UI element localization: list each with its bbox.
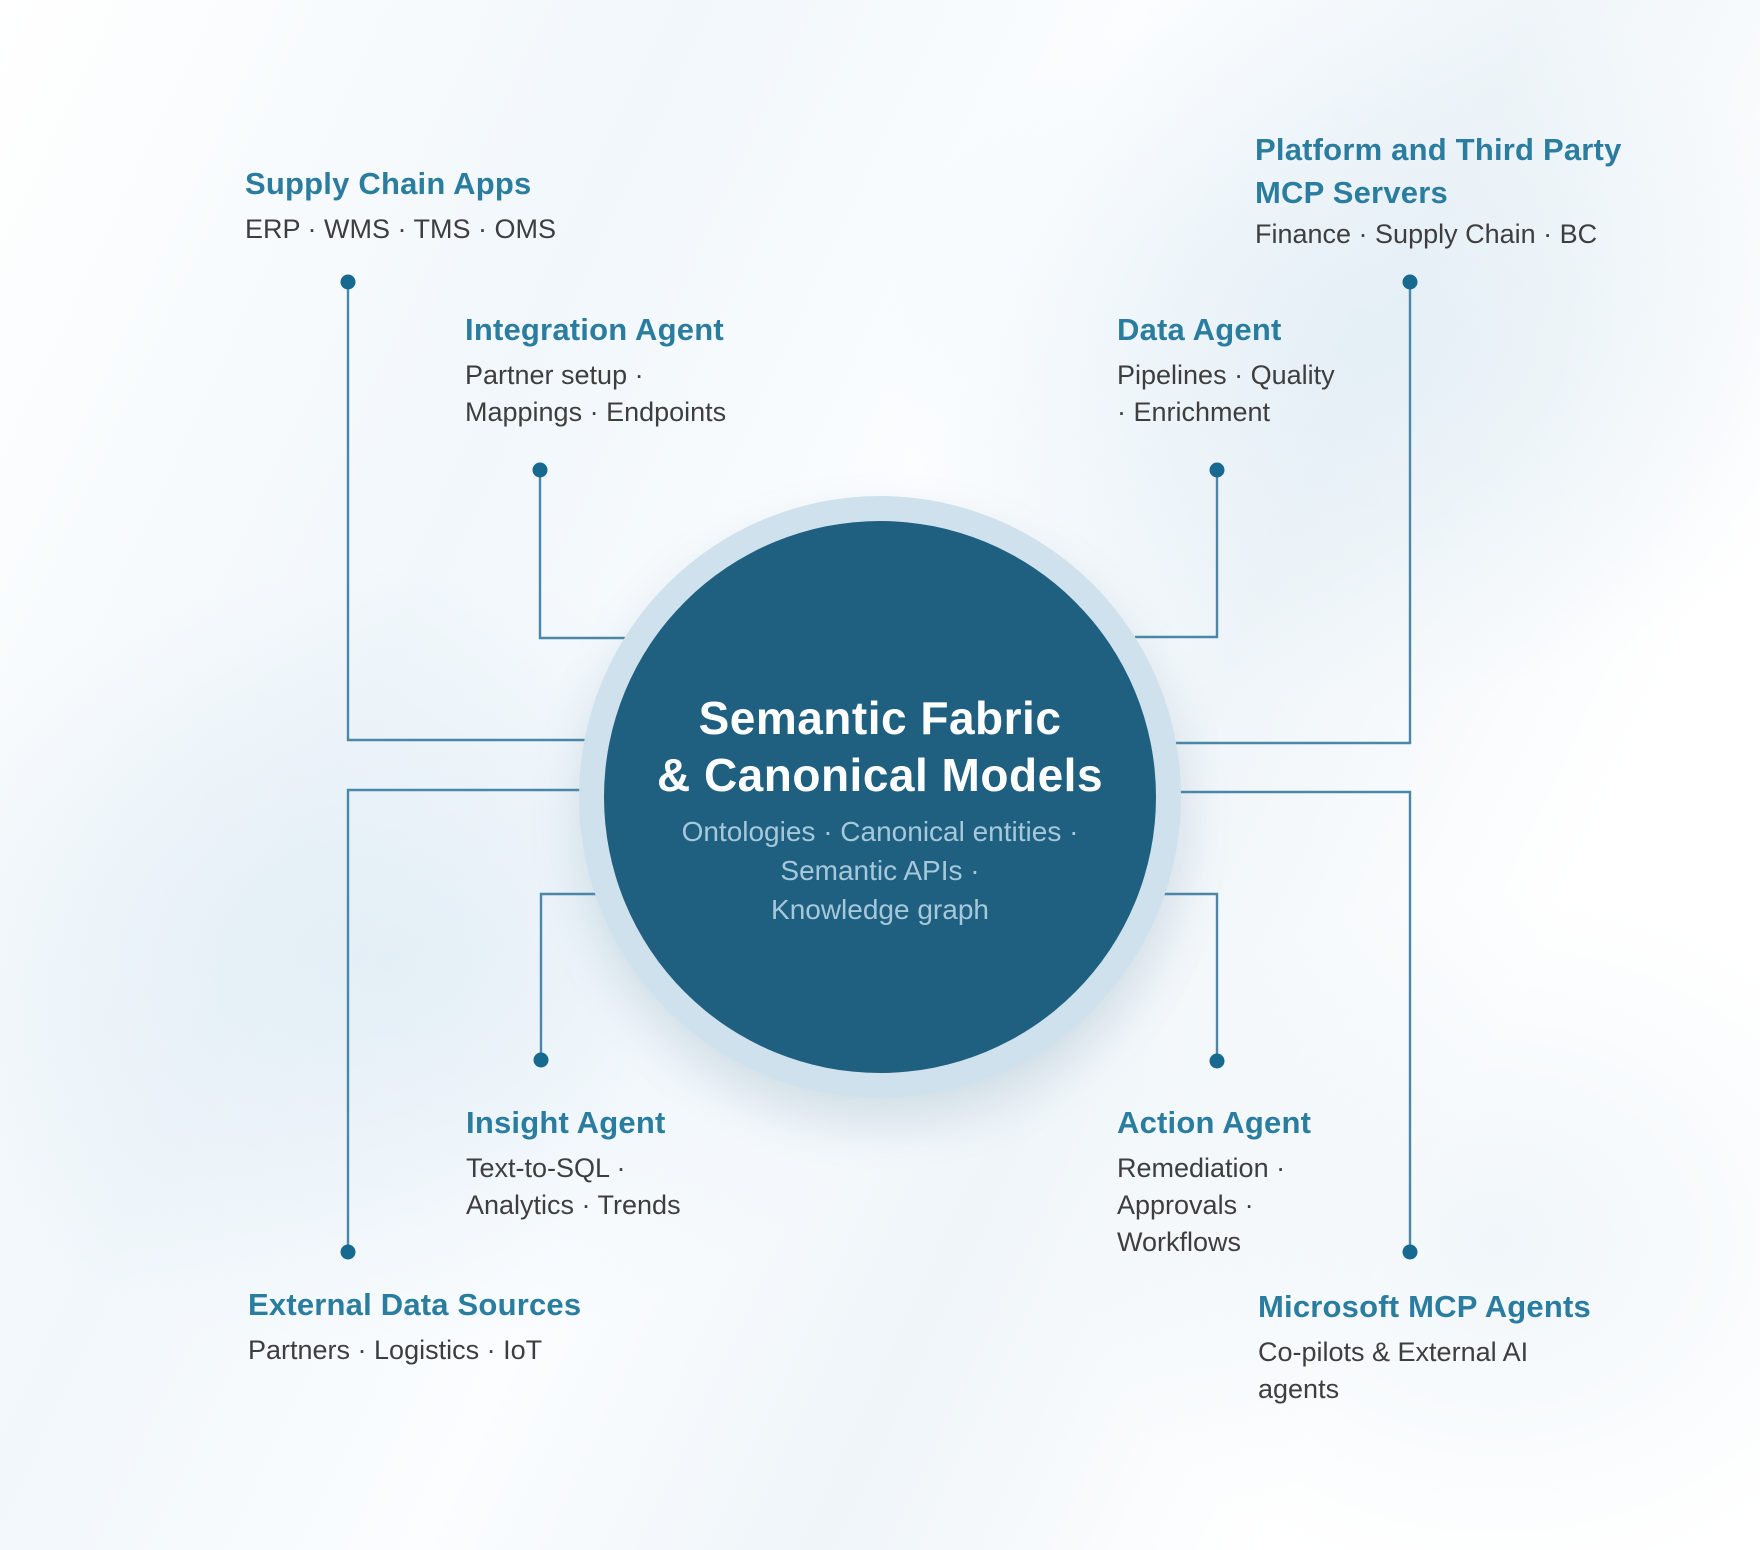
node-detail: Approvals ·: [1117, 1190, 1254, 1220]
node-detail: ERP · WMS · TMS · OMS: [245, 214, 557, 244]
hub-title: Semantic Fabric & Canonical Models: [580, 690, 1180, 804]
connector-action-agent: [1164, 892, 1219, 1061]
hub-circle: [604, 521, 1156, 1073]
hub-subtitle: Ontologies · Canonical entities · Semant…: [580, 812, 1180, 929]
node-title: Integration Agent: [465, 312, 724, 347]
endpoint-dot-microsoft-mcp-agents: [1402, 1244, 1418, 1260]
node-microsoft-mcp-agents: Microsoft MCP Agents Co-pilots & Externa…: [1258, 1285, 1591, 1408]
endpoint-dot-action-agent: [1209, 1053, 1225, 1069]
node-insight-agent: Insight Agent Text-to-SQL · Analytics · …: [466, 1101, 681, 1224]
hub-title-line1: Semantic Fabric: [698, 692, 1062, 744]
connector-integration-agent: [538, 470, 625, 640]
node-supply-chain-apps: Supply Chain Apps ERP · WMS · TMS · OMS: [245, 162, 556, 248]
node-title: Action Agent: [1117, 1105, 1312, 1140]
node-action-agent: Action Agent Remediation · Approvals · W…: [1117, 1101, 1311, 1261]
node-detail: · Enrichment: [1117, 397, 1271, 427]
node-title-line1: Platform and Third Party: [1255, 132, 1622, 167]
node-detail: Partner setup ·: [465, 360, 644, 390]
hub-title-line2: & Canonical Models: [656, 749, 1104, 801]
connector-supply-chain-apps: [346, 282, 586, 742]
node-detail: Finance · Supply Chain · BC: [1255, 219, 1598, 249]
node-external-data-sources: External Data Sources Partners · Logisti…: [248, 1283, 581, 1369]
node-title: Microsoft MCP Agents: [1258, 1289, 1591, 1324]
node-detail: agents: [1258, 1374, 1340, 1404]
hub-subtitle-line2: Semantic APIs ·: [780, 855, 980, 886]
node-title: External Data Sources: [248, 1287, 582, 1322]
node-detail: Pipelines · Quality: [1117, 360, 1335, 390]
hub-subtitle-line1: Ontologies · Canonical entities ·: [681, 816, 1079, 847]
endpoint-dot-data-agent: [1209, 462, 1225, 478]
connector-external-data-sources: [346, 788, 580, 1252]
connector-platform-mcp-servers: [1175, 282, 1412, 745]
endpoint-dot-integration-agent: [532, 462, 548, 478]
node-detail: Workflows: [1117, 1227, 1242, 1257]
node-data-agent: Data Agent Pipelines · Quality · Enrichm…: [1117, 308, 1335, 431]
hub-subtitle-line3: Knowledge graph: [771, 894, 989, 925]
node-title: Data Agent: [1117, 312, 1282, 347]
endpoint-dot-insight-agent: [533, 1052, 549, 1068]
node-title: Insight Agent: [466, 1105, 666, 1140]
node-platform-mcp-servers: Platform and Third Party MCP Servers Fin…: [1255, 128, 1622, 253]
node-title: Platform and Third Party MCP Servers: [1255, 128, 1622, 214]
endpoint-dot-platform-mcp-servers: [1402, 274, 1418, 290]
node-title-line2: MCP Servers: [1255, 175, 1448, 210]
endpoint-dot-supply-chain-apps: [340, 274, 356, 290]
node-title: Supply Chain Apps: [245, 166, 532, 201]
node-detail: Co-pilots & External AI: [1258, 1337, 1529, 1367]
node-detail: Analytics · Trends: [466, 1190, 681, 1220]
node-detail: Remediation ·: [1117, 1153, 1286, 1183]
endpoint-dot-external-data-sources: [340, 1244, 356, 1260]
node-detail: Partners · Logistics · IoT: [248, 1335, 543, 1365]
connector-insight-agent: [539, 892, 596, 1060]
node-integration-agent: Integration Agent Partner setup · Mappin…: [465, 308, 726, 431]
connector-microsoft-mcp-agents: [1180, 790, 1412, 1252]
node-detail: Text-to-SQL ·: [466, 1153, 626, 1183]
node-detail: Mappings · Endpoints: [465, 397, 727, 427]
connector-data-agent: [1135, 470, 1219, 639]
